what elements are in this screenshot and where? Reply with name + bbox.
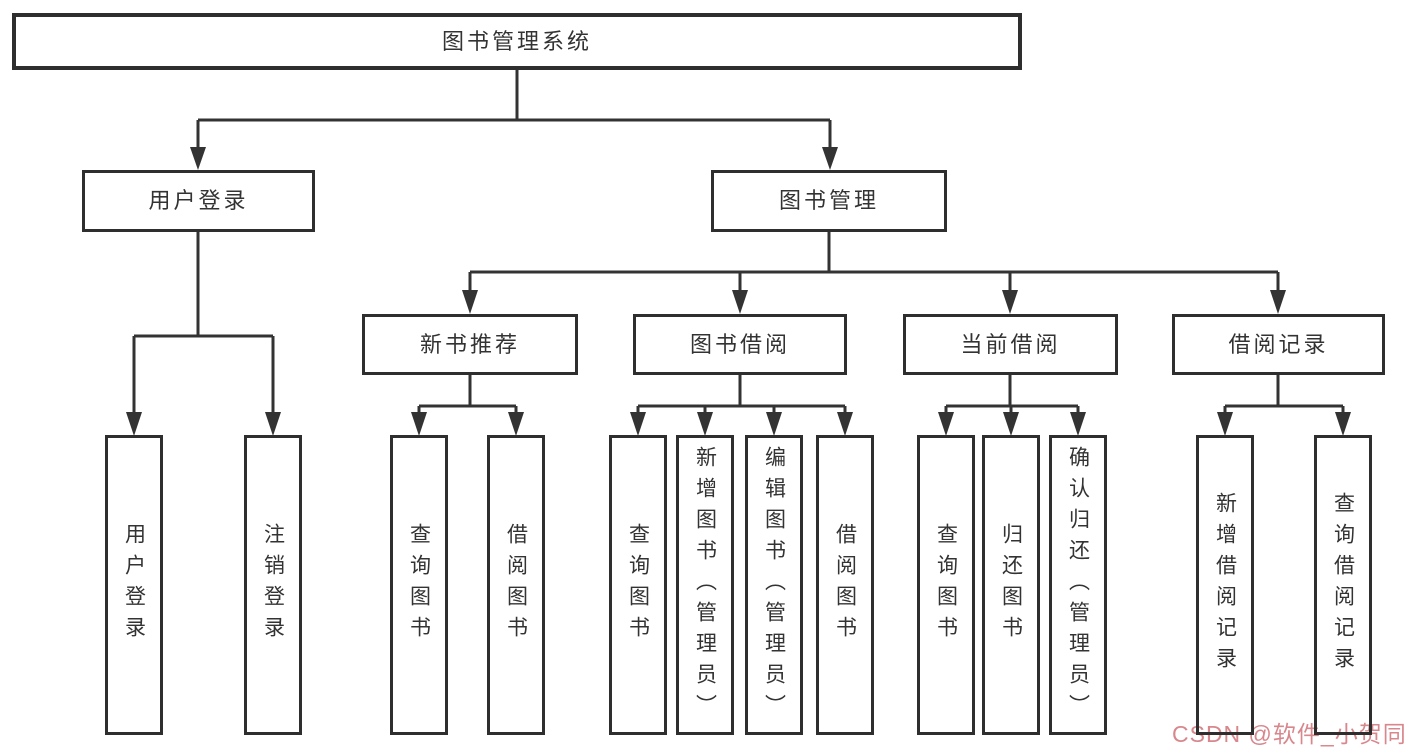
node-label: 注销登录 — [261, 523, 285, 647]
node-label: 新增图书（管理员） — [693, 445, 717, 725]
node-label: 借阅图书 — [504, 523, 528, 647]
node-label: 编辑图书（管理员） — [762, 445, 786, 725]
leaf-user-login: 用户登录 — [105, 435, 163, 735]
node-library-management-system: 图书管理系统 — [12, 13, 1022, 70]
node-label: 图书管理系统 — [441, 28, 592, 54]
leaf-logout: 注销登录 — [244, 435, 302, 735]
node-label: 用户登录 — [122, 523, 146, 647]
node-label: 用户登录 — [148, 188, 249, 213]
node-label: 借阅图书 — [833, 523, 857, 647]
node-label: 归还图书 — [999, 523, 1023, 647]
node-borrow-records: 借阅记录 — [1172, 314, 1385, 375]
leaf-query-book-3: 查询图书 — [917, 435, 975, 735]
leaf-borrow-book-1: 借阅图书 — [487, 435, 545, 735]
node-user-login: 用户登录 — [82, 170, 315, 232]
leaf-query-borrow-record: 查询借阅记录 — [1314, 435, 1372, 735]
node-label: 新增借阅记录 — [1213, 492, 1237, 678]
leaf-add-borrow-record: 新增借阅记录 — [1196, 435, 1254, 735]
node-label: 图书借阅 — [689, 331, 790, 357]
node-label: 查询图书 — [934, 523, 958, 647]
leaf-edit-book-admin: 编辑图书（管理员） — [745, 435, 803, 735]
node-new-book-recommend: 新书推荐 — [362, 314, 578, 375]
node-current-borrow: 当前借阅 — [903, 314, 1118, 375]
leaf-add-book-admin: 新增图书（管理员） — [676, 435, 734, 735]
node-label: 新书推荐 — [419, 331, 520, 357]
leaf-query-book-2: 查询图书 — [609, 435, 667, 735]
leaf-borrow-book-2: 借阅图书 — [816, 435, 874, 735]
node-label: 查询借阅记录 — [1331, 492, 1355, 678]
node-label: 确认归还（管理员） — [1066, 445, 1090, 725]
node-label: 图书管理 — [778, 188, 879, 213]
leaf-confirm-return-admin: 确认归还（管理员） — [1049, 435, 1107, 735]
node-label: 查询图书 — [407, 523, 431, 647]
node-book-management: 图书管理 — [711, 170, 947, 232]
node-label: 查询图书 — [626, 523, 650, 647]
node-label: 当前借阅 — [960, 331, 1061, 357]
leaf-return-book: 归还图书 — [982, 435, 1040, 735]
leaf-query-book-1: 查询图书 — [390, 435, 448, 735]
node-book-borrow: 图书借阅 — [633, 314, 847, 375]
node-label: 借阅记录 — [1228, 331, 1329, 357]
